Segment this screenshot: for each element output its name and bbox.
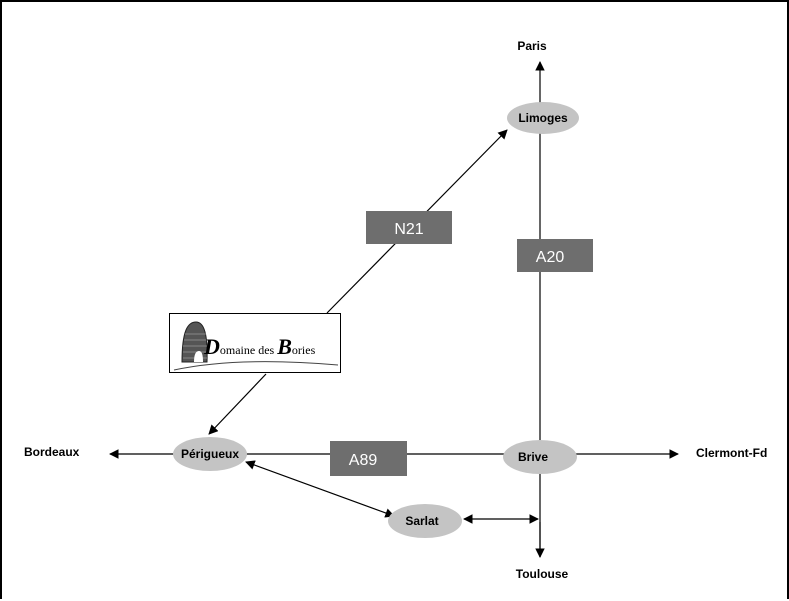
logo-text-part1: omaine des (219, 343, 278, 357)
perigueux-node (173, 437, 247, 471)
sarlat-node (388, 504, 462, 538)
logo-text-part2: ories (291, 343, 316, 357)
a20-label-box (517, 239, 593, 272)
brive-label: Brive (518, 450, 548, 464)
logo-to-perigueux-line (208, 373, 267, 435)
logo-letter-d: D (204, 334, 220, 359)
perigueux-sarlat-line (245, 460, 395, 518)
clermont-label: Clermont-Fd (696, 446, 767, 460)
brive-node (503, 440, 577, 474)
logo-letter-b: B (277, 334, 292, 359)
limoges-label: Limoges (518, 111, 568, 125)
paris-label: Paris (517, 39, 547, 53)
domaine-des-bories-logo: Domaine des Bories (169, 313, 341, 373)
bordeaux-label: Bordeaux (24, 445, 80, 459)
a20-label: A20 (536, 249, 565, 266)
sarlat-label: Sarlat (405, 514, 438, 528)
a89-label: A89 (349, 452, 378, 469)
perigueux-label: Périgueux (181, 447, 239, 461)
logo-text: Domaine des Bories (204, 336, 315, 358)
limoges-node (507, 102, 579, 134)
n21-label: N21 (394, 221, 423, 238)
bories-hut-icon (181, 321, 208, 363)
n21-label-box (366, 211, 452, 244)
toulouse-label: Toulouse (516, 567, 569, 581)
a89-label-box (330, 441, 407, 476)
logo-swoosh-icon (173, 361, 339, 371)
